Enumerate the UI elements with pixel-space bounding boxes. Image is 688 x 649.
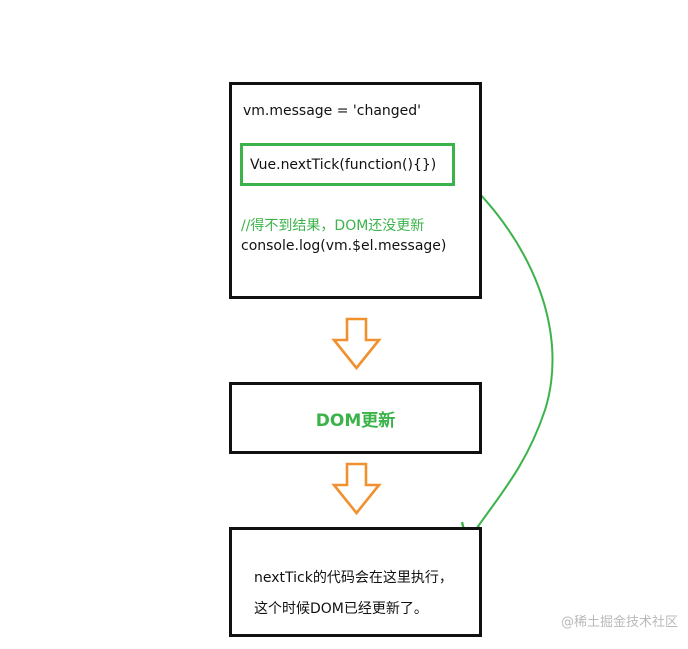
nexttick-call-code: Vue.nextTick(function(){}) bbox=[250, 156, 437, 173]
down-arrow-icon-1 bbox=[331, 317, 382, 371]
watermark: @稀土掘金技术社区 bbox=[560, 615, 678, 630]
code-box: vm.message = 'changed' Vue.nextTick(func… bbox=[229, 82, 482, 299]
dom-update-box: DOM更新 bbox=[229, 382, 482, 454]
console-log-code: console.log(vm.$el.message) bbox=[241, 238, 447, 254]
curved-arrow-icon bbox=[463, 177, 554, 542]
nexttick-call-highlight: Vue.nextTick(function(){}) bbox=[240, 143, 455, 186]
result-line-1: nextTick的代码会在这里执行， bbox=[254, 570, 453, 586]
code-comment: //得不到结果，DOM还没更新 bbox=[241, 218, 425, 234]
down-arrow-icon-2 bbox=[331, 462, 382, 516]
assign-message-code: vm.message = 'changed' bbox=[243, 103, 422, 119]
nexttick-result-box: nextTick的代码会在这里执行， 这个时候DOM已经更新了。 bbox=[229, 527, 482, 637]
result-line-2: 这个时候DOM已经更新了。 bbox=[254, 601, 428, 617]
dom-update-label: DOM更新 bbox=[315, 410, 396, 431]
